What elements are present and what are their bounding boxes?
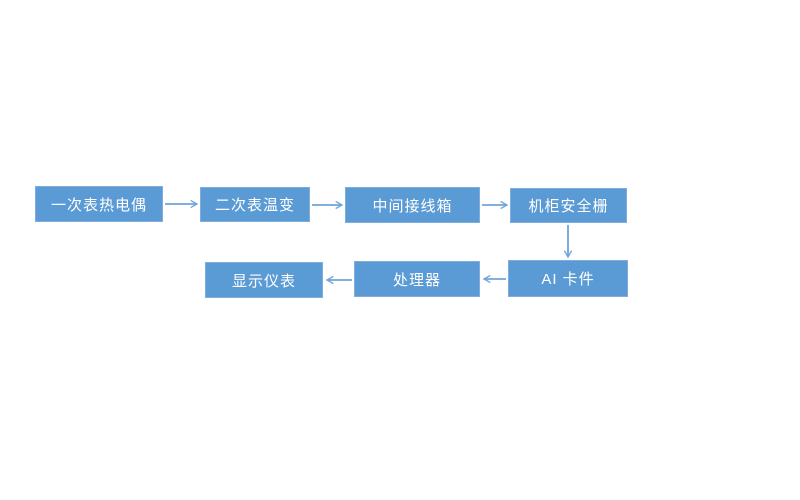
flow-node-display-instrument: 显示仪表 [205, 262, 323, 298]
flow-node-intermediate-junction-box: 中间接线箱 [345, 187, 480, 223]
flow-node-ai-card: AI 卡件 [508, 260, 628, 297]
flow-node-primary-thermocouple: 一次表热电偶 [35, 186, 163, 222]
flow-node-cabinet-safety-barrier: 机柜安全栅 [510, 188, 627, 223]
flow-node-processor: 处理器 [354, 261, 480, 297]
flow-node-secondary-temperature-transmitter: 二次表温变 [200, 187, 310, 222]
